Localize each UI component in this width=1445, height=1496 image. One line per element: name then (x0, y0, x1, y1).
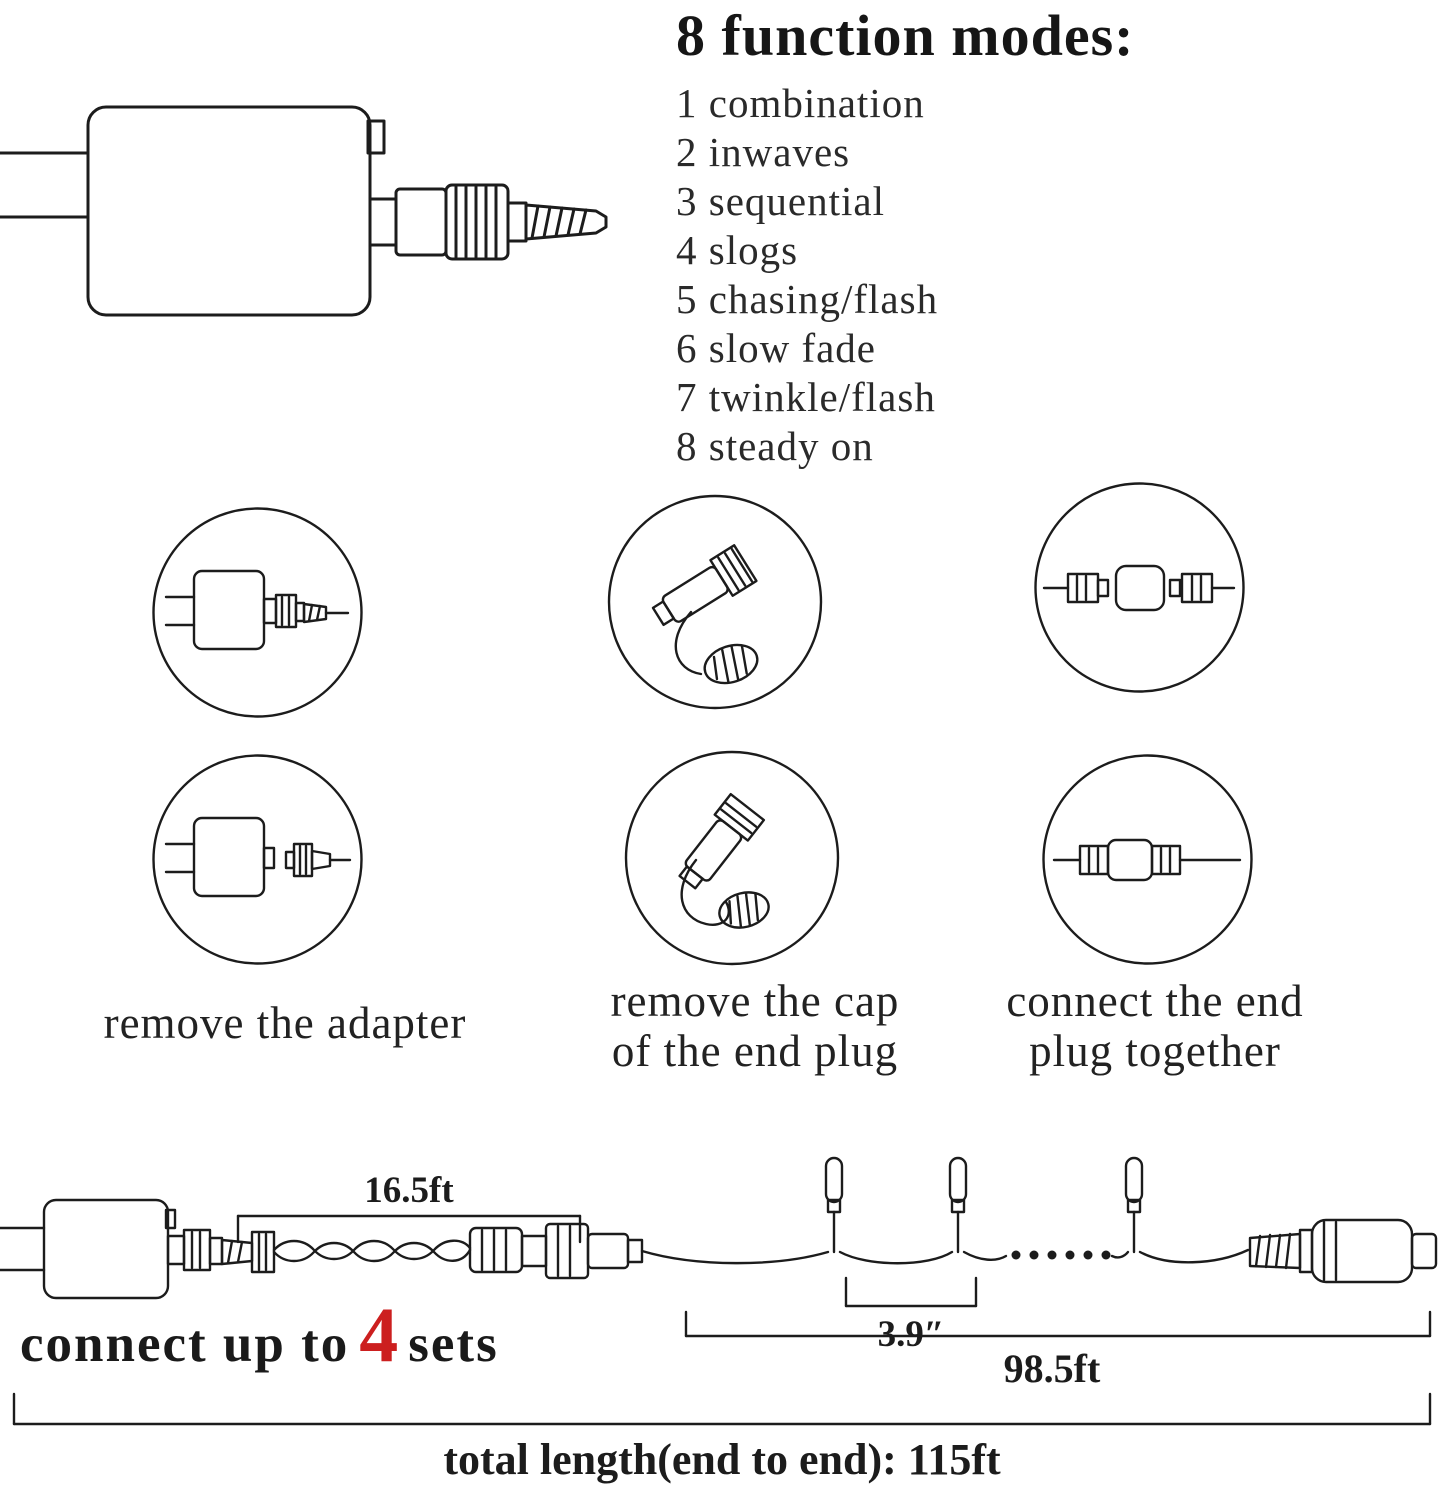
caption-connect-plugs: connect the end plug together (960, 976, 1350, 1077)
step-circle-adapter-before (152, 507, 363, 718)
end-plug (1248, 1218, 1438, 1284)
coupler-connectors (468, 1222, 644, 1280)
mode-item: 6 slow fade (676, 325, 877, 371)
connect-up-to-sets: connect up to 4 sets (20, 1296, 499, 1374)
dimension-total: total length(end to end): 115ft (12, 1392, 1432, 1484)
light-string-wire (640, 1248, 1250, 1265)
mode-item: 1 combination (676, 80, 925, 126)
step-circle-endplug-cap-off (624, 750, 840, 966)
twisted-wire (272, 1239, 472, 1263)
string-light-diagram: 16.5ft 3.9″ 98.5ft (0, 1156, 1438, 1484)
mode-item: 3 sequential (676, 178, 885, 224)
bulb-spacing-label: 3.9″ (878, 1314, 945, 1355)
mode-item: 4 slogs (676, 227, 799, 273)
diagram-adapter (0, 1198, 276, 1300)
caption-remove-cap: remove the cap of the end plug (555, 976, 955, 1077)
dimension-string: 98.5ft (684, 1310, 1432, 1391)
step-circle-plugs-apart (1034, 482, 1245, 693)
mode-item: 2 inwaves (676, 129, 851, 175)
string-length-label: 98.5ft (1004, 1346, 1101, 1391)
step-circle-adapter-removed (152, 754, 363, 965)
modes-list: 1 combination 2 inwaves 3 sequential 4 s… (676, 79, 1436, 471)
caption-line: plug together (1029, 1026, 1281, 1077)
mode-item: 7 twinkle/flash (676, 374, 936, 420)
caption-remove-adapter: remove the adapter (30, 998, 540, 1048)
dimension-bulb-spacing: 3.9″ (844, 1276, 978, 1355)
connect-prefix: connect up to (20, 1315, 350, 1373)
function-modes-panel: 8 function modes: 1 combination 2 inwave… (676, 2, 1436, 471)
caption-line: remove the cap (610, 976, 900, 1026)
dimension-lead: 16.5ft (236, 1170, 582, 1244)
lead-length-label: 16.5ft (364, 1170, 454, 1211)
mode-item: 8 steady on (676, 423, 874, 469)
step-circle-plugs-connected (1042, 754, 1253, 965)
caption-line: connect the end (1006, 976, 1304, 1026)
bulbs (824, 1156, 1144, 1254)
caption-line: remove the adapter (103, 998, 467, 1048)
connect-count: 4 (359, 1291, 399, 1378)
continuation-dots (1011, 1250, 1111, 1260)
power-adapter-drawing (0, 105, 608, 317)
caption-line: of the end plug (611, 1026, 899, 1077)
modes-title: 8 function modes: (676, 3, 1135, 68)
step-circle-endplug-cap-on (607, 494, 823, 710)
connect-suffix: sets (408, 1315, 499, 1373)
total-length-label: total length(end to end): 115ft (443, 1435, 1001, 1484)
mode-item: 5 chasing/flash (676, 276, 939, 322)
